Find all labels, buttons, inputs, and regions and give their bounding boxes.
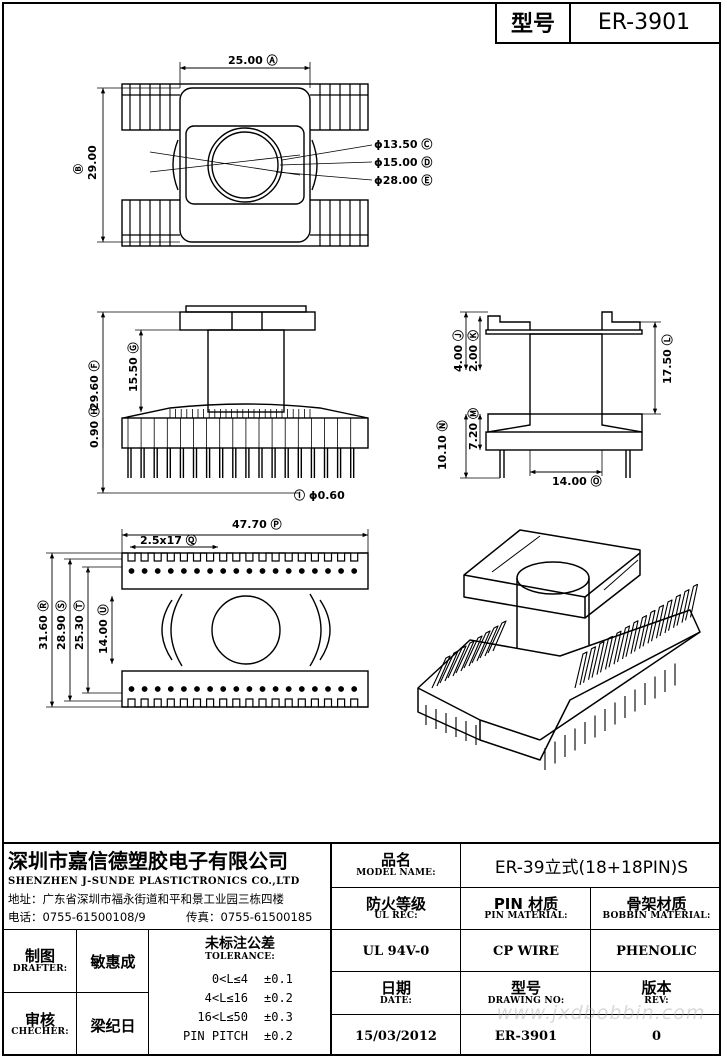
side-view	[460, 311, 661, 479]
tolerance-row: 0<L≤4 ±0.1	[211, 972, 293, 986]
pin-material-label-cn: PIN 材质	[493, 894, 559, 913]
bobbin-material-label-cn: 骨架材质	[626, 894, 687, 913]
rev-value: 0	[651, 1028, 662, 1044]
front-view	[97, 305, 369, 494]
drawing-no-label: 型号 DRAWING NO:	[462, 973, 590, 1014]
dim-side-d: 7.20 Ⓜ	[466, 408, 480, 450]
dim-dia-e: ϕ28.00 Ⓔ	[374, 173, 432, 187]
dim-bottom-width: 47.70 Ⓟ	[232, 517, 282, 531]
tolerance-row: PIN PITCH ±0.2	[182, 1029, 293, 1043]
date-label: 日期 DATE:	[332, 973, 460, 1014]
bobbin-material-label-en: BOBBIN MATERIAL:	[602, 911, 711, 922]
technical-drawing: 25.00 Ⓐ Ⓑ 29.00 ϕ13.50 Ⓒ ϕ15.00 Ⓓ ϕ28.00…	[36, 53, 701, 770]
checker-name: 梁纪日	[90, 1016, 136, 1035]
date-label-cn: 日期	[380, 979, 411, 998]
date-value: 15/03/2012	[355, 1028, 437, 1044]
ul-label: 防火等级 UL REC:	[332, 889, 460, 929]
checker-label: 审核 CHECHER:	[4, 994, 76, 1056]
rev-label-en: REV:	[644, 995, 669, 1006]
tolerance-row: 16<L≤50 ±0.3	[197, 1010, 293, 1024]
dim-top-height: 29.00	[86, 145, 99, 180]
drawing-no-value: ER-3901	[494, 1028, 558, 1044]
drafter-name: 敏惠成	[90, 953, 136, 971]
header-model-label: 型号	[495, 2, 571, 44]
top-view	[97, 62, 373, 247]
model-name-label-cn: 品名	[380, 851, 411, 870]
company-address: 地址：广东省深圳市福永街道和平和景工业园三栋四楼	[8, 892, 284, 906]
ul-label-cn: 防火等级	[365, 894, 426, 913]
isometric-view	[417, 529, 701, 770]
company-fax: 传真：0755-61500185	[186, 910, 313, 924]
dim-side-b: 2.00 Ⓚ	[466, 330, 480, 372]
date-label-en: DATE:	[379, 995, 413, 1006]
header-model-value: ER-3901	[569, 2, 721, 44]
model-name-label: 品名 MODEL NAME:	[332, 844, 460, 887]
company-name-cn: 深圳市嘉信德塑胶电子有限公司	[8, 848, 288, 873]
dim-front-upper: 15.50 Ⓖ	[126, 342, 140, 392]
dim-bottom-h2: 28.90 Ⓢ	[54, 600, 68, 650]
drafter-label-en: DRAFTER:	[12, 963, 68, 974]
dim-side-width: 14.00 Ⓞ	[552, 474, 602, 488]
dim-top-width: 25.00 Ⓐ	[228, 53, 278, 67]
pin-material-value: CP WIRE	[492, 943, 560, 959]
dim-bottom-h1: 31.60 Ⓡ	[36, 600, 50, 650]
drafter-label: 制图 DRAFTER:	[4, 931, 76, 992]
pin-material-label-en: PIN MATERIAL:	[484, 911, 568, 922]
bobbin-material-label: 骨架材质 BOBBIN MATERIAL:	[592, 889, 721, 929]
dim-pin-dia: Ⓘ ϕ0.60	[294, 488, 345, 502]
drafter-label-cn: 制图	[24, 947, 55, 966]
checker-label-en: CHECHER:	[11, 1027, 69, 1038]
bobbin-material-value: PHENOLIC	[616, 943, 697, 959]
dim-front-flange: 0.90 Ⓗ	[87, 406, 101, 448]
bottom-view	[46, 529, 369, 708]
checker-label-cn: 审核	[24, 1010, 55, 1029]
company-name-en: SHENZHEN J-SUNDE PLASTICTRONICS CO.,LTD	[8, 875, 300, 887]
rev-label: 版本 REV:	[592, 973, 721, 1014]
dim-top-height-label: Ⓑ	[72, 164, 85, 174]
dim-front-total: 29.60 Ⓕ	[87, 360, 101, 410]
drawing-no-label-cn: 型号	[510, 979, 541, 998]
tolerance-row: 4<L≤16 ±0.2	[204, 991, 293, 1005]
dim-side-a: 4.00 Ⓙ	[451, 330, 465, 372]
drawing-no-label-en: DRAWING NO:	[487, 995, 565, 1006]
tolerance-label-cn: 未标注公差	[205, 936, 275, 953]
dim-dia-c: ϕ13.50 Ⓒ	[374, 137, 432, 151]
dim-pitch: 2.5x17 Ⓠ	[140, 533, 197, 547]
tolerance-label: 未标注公差 TOLERANCE:	[150, 932, 330, 968]
dim-dia-d: ϕ15.00 Ⓓ	[374, 155, 432, 169]
company-phone: 电话：0755-61500108/9	[8, 910, 146, 924]
pin-material-label: PIN 材质 PIN MATERIAL:	[462, 889, 590, 929]
dim-side-e: 10.10 Ⓝ	[435, 420, 449, 470]
rev-label-cn: 版本	[641, 979, 672, 998]
dim-bottom-h3: 25.30 Ⓣ	[72, 600, 86, 650]
tolerance-table: 0<L≤4 ±0.1 4<L≤16 ±0.2 16<L≤50 ±0.3 PIN …	[150, 972, 330, 1048]
tolerance-label-en: TOLERANCE:	[205, 951, 275, 962]
dim-side-c: 17.50 Ⓛ	[660, 334, 674, 384]
ul-label-en: UL REC:	[374, 911, 418, 922]
model-name-value: ER-39立式(18+18PIN)S	[494, 858, 689, 878]
model-name-label-en: MODEL NAME:	[356, 867, 436, 878]
dim-bottom-h4: 14.00 Ⓤ	[96, 604, 110, 654]
ul-value: UL 94V-0	[362, 943, 430, 959]
